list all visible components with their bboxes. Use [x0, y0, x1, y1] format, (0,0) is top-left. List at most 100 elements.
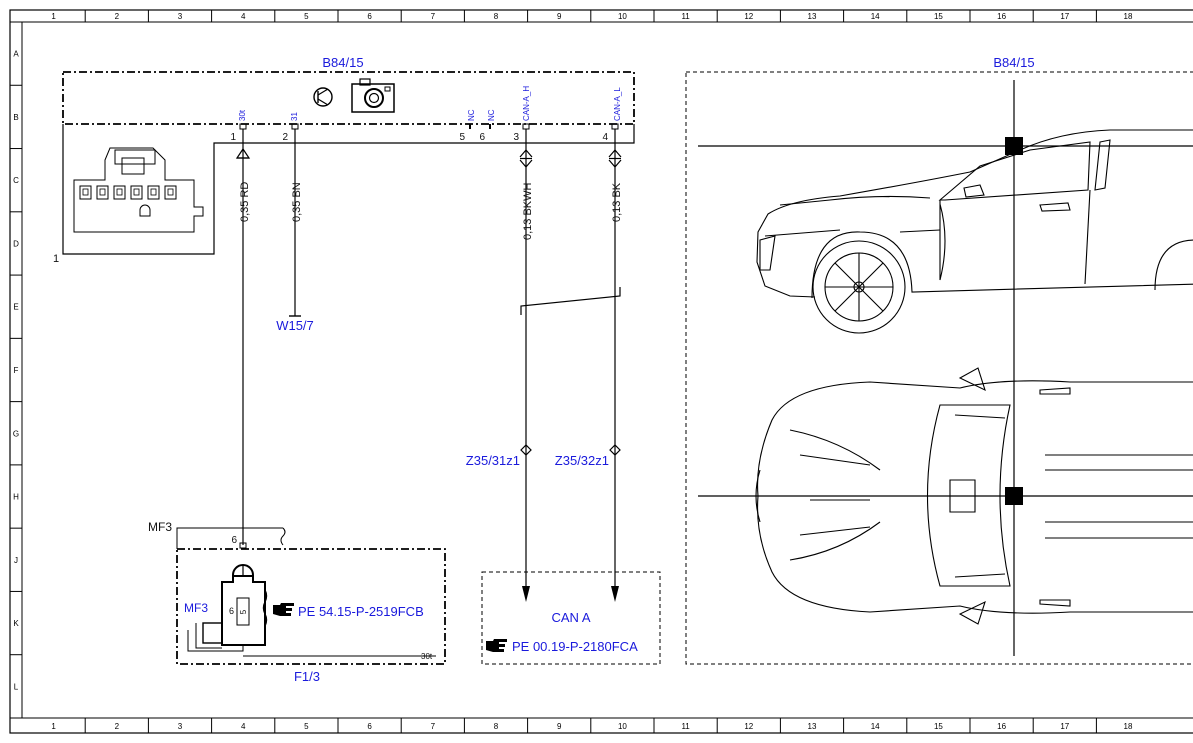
wire-2-spec: 0,35 BN: [291, 182, 303, 222]
row-label: B: [13, 113, 18, 122]
pin-3-number: 3: [513, 132, 519, 143]
pin-1-tag: 30t: [238, 109, 247, 121]
twisted-pair-indicator: [520, 287, 621, 315]
junction-label-2: Z35/32z1: [555, 453, 609, 468]
pin-6-number: 6: [479, 132, 485, 143]
column-label: 12: [744, 722, 753, 731]
column-label: 17: [1060, 722, 1069, 731]
pin-4-number: 4: [602, 132, 608, 143]
row-label: J: [14, 556, 18, 565]
fuse-pin-top-number: 6: [231, 535, 237, 546]
pin-1-number: 1: [230, 132, 236, 143]
row-label: A: [13, 50, 19, 59]
wire-3-spec: 0,13 BKWH: [522, 182, 534, 240]
column-label: 8: [494, 722, 499, 731]
column-label: 15: [934, 722, 943, 731]
location-marker-top: [1005, 487, 1023, 505]
column-label: 16: [997, 12, 1006, 21]
pin-2-number: 2: [282, 132, 288, 143]
column-label: 6: [367, 722, 372, 731]
column-label: 16: [997, 722, 1006, 731]
component-label-b84-15: B84/15: [322, 55, 363, 70]
row-label: K: [13, 619, 19, 628]
row-label: C: [13, 176, 19, 185]
fuse-box-f1-3: [176, 548, 446, 665]
fuse-inner-label: MF3: [184, 601, 208, 615]
row-label: H: [13, 493, 19, 502]
car-top-view-icon: [755, 367, 1193, 625]
column-label: 7: [431, 722, 436, 731]
can-a-box: [481, 571, 661, 665]
can-a-reference-link[interactable]: PE 00.19-P-2180FCA: [512, 639, 638, 654]
column-label: 13: [808, 722, 817, 731]
pointing-hand-icon-can: [486, 639, 507, 652]
sheet-border: [9, 9, 1193, 734]
wire-pin2-bn: [289, 129, 301, 317]
junction-label-1: Z35/31z1: [466, 453, 520, 468]
component-box-b84-15: [62, 71, 635, 125]
column-label: 13: [808, 12, 817, 21]
column-label: 18: [1124, 722, 1133, 731]
location-marker-side: [1005, 137, 1023, 155]
location-label: B84/15: [993, 55, 1034, 70]
camera-icon: [351, 78, 395, 113]
column-label: 2: [115, 722, 120, 731]
fuse-harness-label: MF3: [148, 520, 172, 534]
row-ticks: [10, 84, 22, 656]
column-label: 2: [115, 12, 120, 21]
column-label: 1: [51, 12, 56, 21]
column-label: 14: [871, 722, 880, 731]
fuse-inner-pin-mid: 5: [239, 609, 248, 614]
row-label: D: [13, 239, 19, 248]
wire-4-spec: 0,13 BK: [611, 182, 623, 222]
pointing-hand-icon: [273, 603, 294, 616]
column-label: 9: [557, 722, 562, 731]
column-label: 4: [241, 722, 246, 731]
fuse-label: F1/3: [294, 669, 320, 684]
wire-pin1-rd: [235, 129, 251, 545]
row-label: F: [14, 366, 19, 375]
connector-ref: 1: [53, 253, 59, 265]
component-body-outline: [62, 124, 635, 255]
column-label: 3: [178, 722, 183, 731]
column-label: 4: [241, 12, 246, 21]
fuse-reference-link[interactable]: PE 54.15-P-2519FCB: [298, 604, 424, 619]
column-label: 15: [934, 12, 943, 21]
column-label: 12: [744, 12, 753, 21]
wire-pin3-bkwh: [519, 129, 533, 602]
row-label: L: [14, 682, 19, 691]
location-box: [685, 71, 1193, 665]
column-label: 3: [178, 12, 183, 21]
fuse-harness-bracket: [176, 527, 283, 549]
wire-pin4-bk: [608, 129, 622, 602]
column-label: 14: [871, 12, 880, 21]
transistor-symbol-icon: [313, 87, 333, 107]
column-label: 5: [304, 12, 309, 21]
fuse-symbol-icon: [187, 564, 268, 652]
can-a-title: CAN A: [551, 610, 590, 625]
column-label: 11: [681, 12, 690, 21]
pin-2-tag: 31: [290, 112, 299, 121]
column-label: 7: [431, 12, 436, 21]
pin-5-tag: NC: [467, 109, 476, 121]
column-label: 1: [51, 722, 56, 731]
fuse-harness-break: [280, 527, 286, 546]
column-label: 17: [1060, 12, 1069, 21]
column-label: 5: [304, 722, 309, 731]
car-side-view-icon: [756, 129, 1193, 334]
pin-5-number: 5: [459, 132, 465, 143]
column-label: 10: [618, 12, 627, 21]
column-label: 11: [681, 722, 690, 731]
column-label: 8: [494, 12, 499, 21]
column-label: 18: [1124, 12, 1133, 21]
row-label: E: [13, 303, 18, 312]
pin-4-tag: CAN-A_L: [613, 87, 622, 121]
ground-label: W15/7: [276, 318, 314, 333]
connector-housing-icon: [73, 147, 204, 233]
wire-1-spec: 0,35 RD: [239, 182, 251, 222]
fuse-pin-stub: [239, 542, 247, 549]
pin-6-tag: NC: [487, 109, 496, 121]
column-ticks: [84, 10, 1097, 733]
column-labels: 1122334455667788991010111112121313141415…: [51, 12, 1133, 731]
